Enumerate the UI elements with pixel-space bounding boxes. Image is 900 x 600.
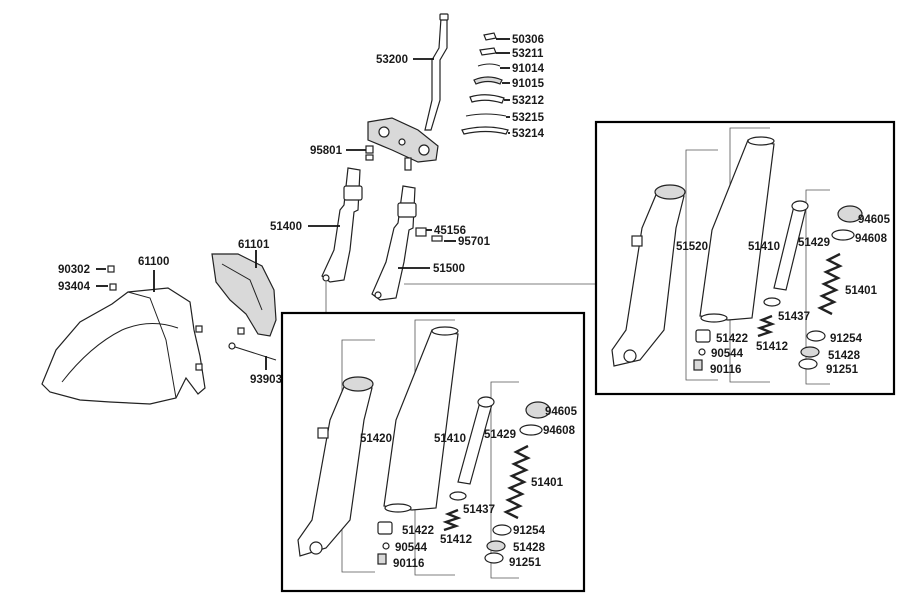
label-51401-r: 51401 [845,285,878,297]
label-61101: 61101 [238,239,270,251]
label-61100: 61100 [138,256,169,268]
label-51428-r: 51428 [828,350,861,362]
bearing-53214-part [461,126,509,135]
right-fork-frame [594,120,896,396]
label-51422-r: 51422 [716,333,748,345]
seal-91251-r-part [798,358,818,370]
spring-51401-r-part [817,252,843,316]
spring-51412-r-part [756,314,776,338]
label-53214: 53214 [512,128,545,140]
bearing-50306-part [483,32,497,41]
bearing-53211-part [479,47,497,56]
bearing-53212-part [469,94,505,104]
washer-91254-part [492,524,512,536]
label-53215: 53215 [512,112,545,124]
right-fork-detail: 51520 51410 51429 94605 94608 51401 5143… [594,120,896,396]
label-95701: 95701 [458,236,491,248]
label-93903: 93903 [250,374,282,386]
bearing-53215-part [465,113,507,117]
label-51437-r: 51437 [778,311,810,323]
label-51420: 51420 [360,433,392,445]
nut-51428-part [486,540,506,552]
label-51410-r: 51410 [748,241,780,253]
label-53211: 53211 [512,48,544,60]
label-45156: 45156 [434,225,466,237]
spring-51412-part [442,508,462,532]
label-90302: 90302 [58,264,90,276]
inner-tube-51410-part [383,329,459,511]
label-94605-r: 94605 [858,214,891,226]
left-fork-frame [280,311,586,593]
label-51429-r: 51429 [798,237,830,249]
label-91254: 91254 [513,525,546,537]
cap-94605-part [525,401,551,419]
label-91015: 91015 [512,78,545,90]
label-90544: 90544 [395,542,428,554]
label-53212: 53212 [512,95,544,107]
label-90116: 90116 [393,558,424,570]
steering-stem-group: 50306 53211 91014 91015 53212 53215 5321… [310,13,545,171]
mudguard-group: 90302 93404 61100 61101 93903 [41,239,282,405]
label-94605: 94605 [545,406,578,418]
ring-51437-r-part [763,297,781,307]
label-90544-r: 90544 [711,348,744,360]
bushing-51422-part [377,521,393,535]
seal-94608-r-part [831,229,855,241]
fender-61100-part [41,287,206,405]
label-50306: 50306 [512,34,544,46]
label-94608: 94608 [543,425,576,437]
left-fork-detail: 51420 51410 51429 94605 94608 51401 5143… [280,311,586,593]
washer-90544-part [382,542,390,550]
label-51520: 51520 [676,241,708,253]
fork-51400-part [321,167,361,283]
label-51437: 51437 [463,504,495,516]
label-94608-r: 94608 [855,233,888,245]
label-51401: 51401 [531,477,564,489]
label-90116-r: 90116 [710,364,741,376]
ring-51437-part [449,491,467,501]
steering-stem-part [424,17,448,131]
label-93404: 93404 [58,281,91,293]
seal-94608-part [519,424,543,436]
slider-51420-part [297,381,373,557]
bearing-91015-part [473,76,503,85]
washer-91254-r-part [806,330,826,342]
label-51400: 51400 [270,221,302,233]
slider-51520-part [611,189,685,367]
bolt-90116-r-part [693,359,703,371]
cap-94605-r-part [837,205,863,223]
bushing-51422-r-part [695,329,711,343]
bolt-90116-part [377,553,387,565]
bearing-91014-part [477,63,501,67]
label-51500: 51500 [433,263,465,275]
label-51429: 51429 [484,429,516,441]
inner-fender-61101-part [211,253,277,337]
spring-51401-part [503,444,531,520]
inner-tube-51410-r-part [699,139,775,321]
label-51428: 51428 [513,542,546,554]
label-51412: 51412 [440,534,472,546]
label-53200: 53200 [376,54,408,66]
seal-91251-part [484,552,504,564]
label-91254-r: 91254 [830,333,863,345]
label-51410: 51410 [434,433,466,445]
label-91251-r: 91251 [826,364,859,376]
label-91014: 91014 [512,63,545,75]
label-51422: 51422 [402,525,434,537]
washer-90544-r-part [698,348,706,356]
label-51412-r: 51412 [756,341,788,353]
label-91251: 91251 [509,557,542,569]
assembled-forks-group: 51400 45156 95701 51500 [270,167,491,301]
nut-51428-r-part [800,346,820,358]
label-95801: 95801 [310,145,343,157]
